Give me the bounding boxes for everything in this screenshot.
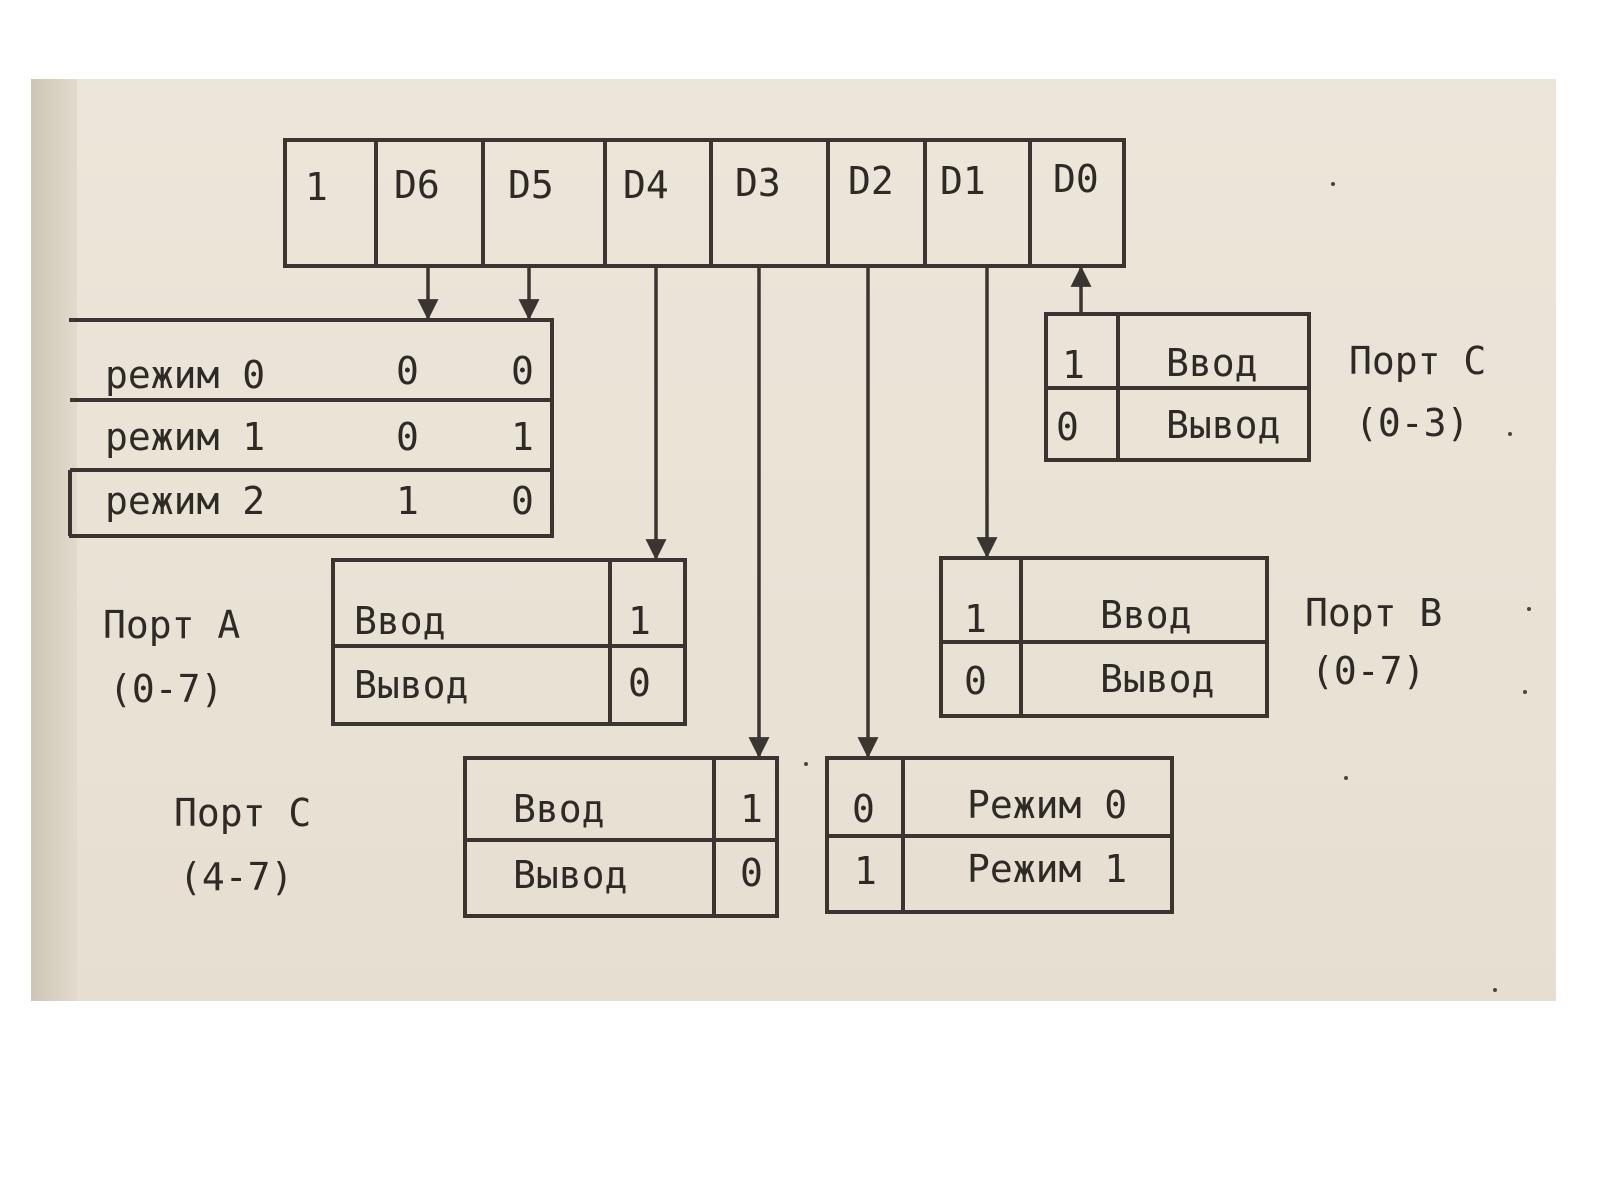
port-b-output-value: 0 (964, 659, 987, 703)
scan-speck (1344, 776, 1348, 780)
port-a-range: (0-7) (109, 667, 224, 711)
port-c-low-range: (0-3) (1355, 401, 1470, 445)
scan-speck (1493, 988, 1497, 992)
port-a-input-value: 1 (628, 599, 651, 643)
mode-0-label: режим 0 (105, 353, 266, 397)
port-c-high-input-label: Ввод (513, 787, 605, 831)
port-a-input-label: Ввод (354, 599, 446, 643)
mode-0-d6: 0 (396, 349, 419, 393)
group-b-mode-1-label: Режим 1 (967, 847, 1128, 891)
port-c-low-input-label: Ввод (1166, 341, 1258, 385)
register-bit-d3: D3 (735, 161, 781, 205)
scan-speck (1508, 432, 1512, 436)
register-bit-d1: D1 (940, 159, 986, 203)
port-a-title: Порт А (103, 603, 241, 647)
mode-0-d5: 0 (511, 349, 534, 393)
port-c-high-output-label: Вывод (513, 853, 628, 897)
port-c-high-input-value: 1 (740, 787, 763, 831)
scan-speck (804, 762, 808, 766)
port-c-low-output-value: 0 (1056, 405, 1079, 449)
port-b-input-label: Ввод (1100, 593, 1192, 637)
group-b-mode-0-value: 0 (852, 787, 875, 831)
register-bit-d2: D2 (848, 159, 894, 203)
port-b-table (939, 556, 1269, 718)
mode-1-d6: 0 (396, 415, 419, 459)
mode-1-label: режим 1 (105, 415, 266, 459)
port-c-high-range: (4-7) (179, 855, 294, 899)
port-c-low-output-label: Вывод (1166, 403, 1281, 447)
scan-speck (1331, 182, 1335, 186)
mode-1-d5: 1 (511, 415, 534, 459)
port-c-low-input-value: 1 (1062, 343, 1085, 387)
register-bit-d0: D0 (1053, 157, 1099, 201)
port-a-output-value: 0 (628, 661, 651, 705)
scan-speck (1527, 607, 1531, 611)
port-b-output-label: Вывод (1100, 657, 1215, 701)
port-b-title: Порт В (1305, 591, 1443, 635)
mode-2-d6: 1 (396, 479, 419, 523)
port-c-high-title: Порт С (174, 791, 312, 835)
mode-2-label: режим 2 (105, 479, 266, 523)
port-c-high-table (463, 756, 779, 918)
register-bit-d5: D5 (508, 163, 554, 207)
port-a-output-label: Вывод (354, 663, 469, 707)
register-bit-d4: D4 (623, 163, 669, 207)
register-bit-d6: D6 (394, 163, 440, 207)
port-c-low-title: Порт С (1349, 339, 1487, 383)
scan-speck (1523, 690, 1527, 694)
scan-shadow-edge (31, 79, 77, 1001)
register-bit-7: 1 (305, 165, 328, 209)
mode-2-d5: 0 (511, 479, 534, 523)
port-a-table (331, 558, 687, 726)
group-b-mode-0-label: Режим 0 (967, 783, 1128, 827)
port-b-input-value: 1 (964, 597, 987, 641)
port-b-range: (0-7) (1311, 649, 1426, 693)
mode-table (69, 318, 554, 538)
control-register (283, 138, 1126, 268)
group-b-mode-1-value: 1 (854, 849, 877, 893)
port-c-high-output-value: 0 (740, 851, 763, 895)
